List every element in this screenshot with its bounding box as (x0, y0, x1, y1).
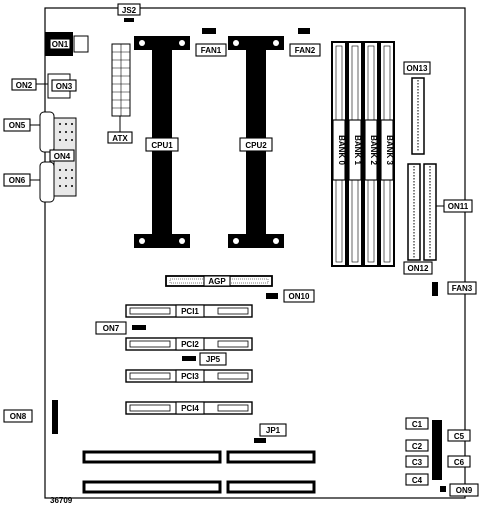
c-jumpers: C1 C5 C2 C3 C6 C4 (405, 417, 471, 486)
pci1-label: PCI1 (181, 307, 199, 316)
on13-label: ON13 (407, 64, 428, 73)
cpu1-slot: CPU1 (134, 36, 190, 248)
on1-connector: ON1 (45, 32, 89, 56)
on6-label: ON6 (9, 176, 26, 185)
figure-id: 36709 (50, 496, 73, 505)
fan3-header: FAN3 (432, 281, 477, 296)
bank-0-slot: BANK 0 (331, 41, 347, 267)
jp1-jumper: JP1 (254, 423, 287, 443)
pci3-slot: PCI3 (125, 369, 253, 383)
c6-label: C6 (454, 458, 465, 467)
pci2-slot: PCI2 (125, 337, 253, 351)
bank1-label: BANK 1 (353, 135, 362, 165)
on2-on3-connector: ON2 ON3 (11, 73, 77, 99)
dimm-banks: BANK 0 BANK 1 BANK 2 BANK 3 (331, 41, 395, 267)
cpu1-label: CPU1 (151, 141, 173, 150)
on11-label: ON11 (448, 202, 469, 211)
fan2-header: FAN2 (289, 28, 321, 57)
bank3-label: BANK 3 (385, 135, 394, 165)
c1-label: C1 (412, 420, 423, 429)
on11-on12-connectors: ON11 ON12 (403, 163, 473, 275)
bank-2-slot: BANK 2 (363, 41, 379, 267)
on3-label: ON3 (56, 82, 73, 91)
fan1-header: FAN1 (195, 28, 227, 57)
c2-label: C2 (412, 442, 423, 451)
atx-label: ATX (112, 134, 128, 143)
cpu2-label: CPU2 (245, 141, 267, 150)
on8-header: ON8 (3, 400, 58, 434)
pci2-label: PCI2 (181, 340, 199, 349)
on1-label: ON1 (52, 40, 69, 49)
jp1-label: JP1 (266, 426, 281, 435)
fan2-label: FAN2 (295, 46, 316, 55)
fan1-label: FAN1 (201, 46, 222, 55)
atx-power-connector: ATX (107, 43, 133, 144)
on4-label: ON4 (54, 152, 71, 161)
on9-label: ON9 (456, 486, 473, 495)
on2-label: ON2 (16, 81, 33, 90)
pci4-label: PCI4 (181, 404, 199, 413)
js2-jumper: JS2 (117, 3, 141, 22)
jp5-label: JP5 (206, 355, 221, 364)
on5-label: ON5 (9, 121, 26, 130)
bottom-slots (82, 450, 316, 494)
cpu2-slot: CPU2 (228, 36, 284, 248)
agp-slot: AGP (165, 275, 273, 287)
pci4-slot: PCI4 (125, 401, 253, 415)
bank0-label: BANK 0 (337, 135, 346, 165)
on13-connector: ON13 (403, 61, 431, 155)
on10-label: ON10 (289, 292, 310, 301)
io-ports: ON5 ON4 ON6 (3, 111, 77, 203)
on7-header: ON7 (95, 321, 146, 335)
fan3-label: FAN3 (452, 284, 473, 293)
on7-label: ON7 (103, 324, 120, 333)
pci3-label: PCI3 (181, 372, 199, 381)
jp5-jumper: JP5 (182, 352, 227, 366)
on10-header: ON10 (266, 289, 315, 303)
on8-label: ON8 (10, 412, 27, 421)
c4-label: C4 (412, 476, 423, 485)
on12-label: ON12 (408, 264, 429, 273)
c3-label: C3 (412, 458, 423, 467)
pci1-slot: PCI1 (125, 304, 253, 318)
bank-3-slot: BANK 3 (379, 41, 395, 267)
agp-label: AGP (208, 277, 226, 286)
bank2-label: BANK 2 (369, 135, 378, 165)
js2-label: JS2 (122, 6, 137, 15)
on9-header: ON9 (440, 483, 479, 497)
c5-label: C5 (454, 432, 465, 441)
bank-1-slot: BANK 1 (347, 41, 363, 267)
